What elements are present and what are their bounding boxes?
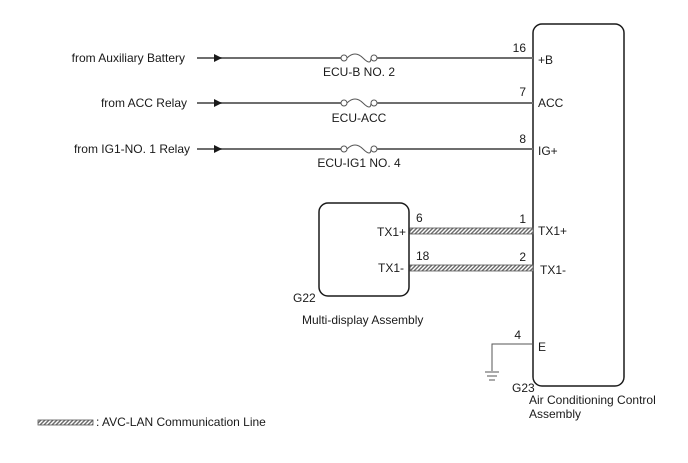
fuse-icon	[340, 99, 348, 107]
component-name-line1: Air Conditioning Control	[529, 393, 656, 407]
pin-number: 7	[519, 85, 526, 99]
component-name-line2: Assembly	[529, 407, 581, 421]
connector-code: G22	[293, 291, 316, 305]
fuse-label: ECU-B NO. 2	[323, 65, 395, 79]
pin-number: 6	[416, 211, 423, 225]
pin-number: 18	[416, 249, 430, 263]
source-label: from ACC Relay	[101, 96, 187, 110]
pin-number: 2	[519, 250, 526, 264]
arrow-icon	[214, 99, 222, 107]
terminal-label: TX1+	[377, 225, 406, 239]
power-line-aux-battery	[197, 53, 533, 63]
avc-lan-line-tx1-plus	[409, 227, 534, 235]
pin-number: 4	[514, 328, 521, 342]
ac-control-assembly-box	[532, 23, 625, 387]
connector-code: G23	[512, 381, 535, 395]
legend-avc-lan-swatch	[37, 419, 94, 426]
source-label: from IG1-NO. 1 Relay	[74, 142, 190, 156]
multi-display-assembly-box	[318, 202, 410, 297]
terminal-label: E	[538, 340, 546, 354]
pin-number: 8	[519, 132, 526, 146]
terminal-label: TX1-	[378, 261, 404, 275]
ground-line	[485, 343, 533, 381]
terminal-label: TX1-	[540, 263, 566, 277]
source-label: from Auxiliary Battery	[72, 51, 185, 65]
power-line-acc-relay	[197, 98, 533, 108]
fuse-icon	[340, 54, 348, 62]
arrow-icon	[214, 54, 222, 62]
component-name: Multi-display Assembly	[302, 313, 423, 327]
terminal-label: TX1+	[538, 224, 567, 238]
arrow-icon	[214, 145, 222, 153]
pin-number: 16	[513, 41, 527, 55]
terminal-label: IG+	[538, 144, 558, 158]
avc-lan-line-tx1-minus	[409, 264, 534, 272]
terminal-label: +B	[538, 53, 553, 67]
fuse-label: ECU-ACC	[332, 111, 387, 125]
pin-number: 1	[519, 212, 526, 226]
fuse-label: ECU-IG1 NO. 4	[317, 156, 401, 170]
fuse-icon	[340, 145, 348, 153]
terminal-label: ACC	[538, 96, 564, 110]
power-line-ig1-relay	[197, 144, 533, 154]
legend-text: : AVC-LAN Communication Line	[96, 415, 266, 429]
